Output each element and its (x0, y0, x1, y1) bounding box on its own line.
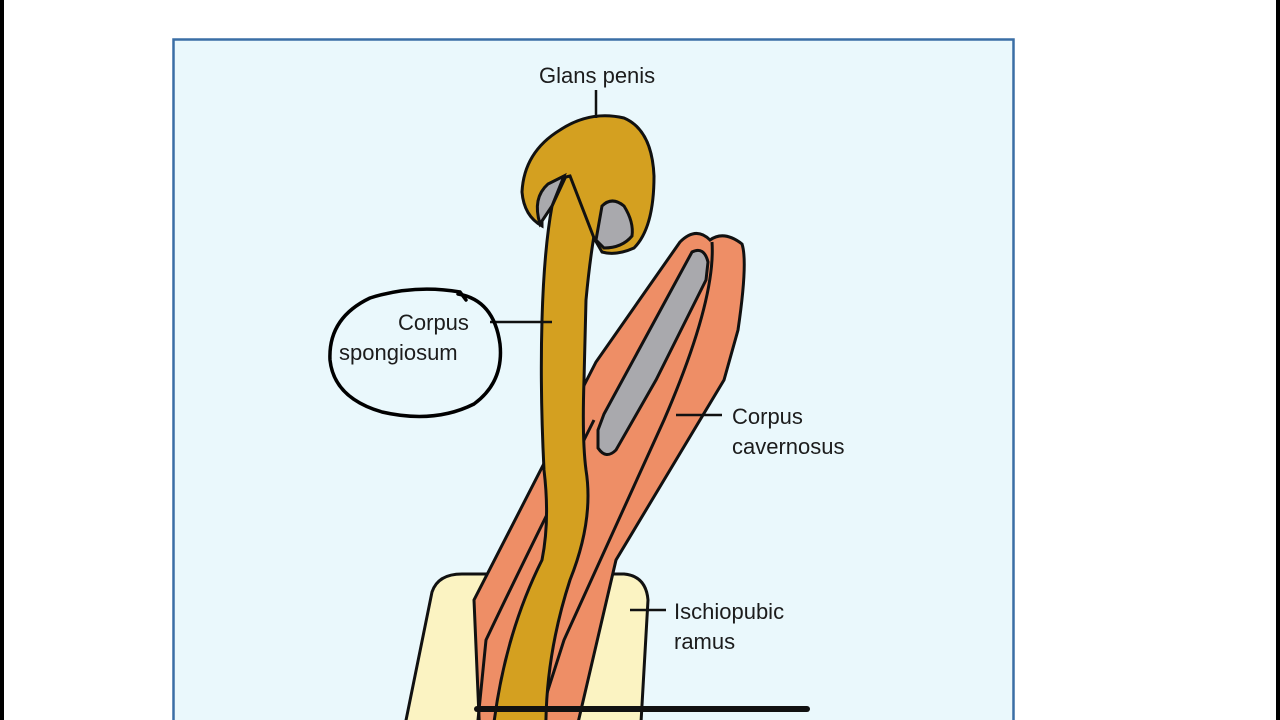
glans-cavity (535, 172, 634, 250)
label-glans-penis: Glans penis (539, 63, 656, 88)
label-ischiopubic-ramus-line1: Ischiopubic (674, 599, 785, 624)
home-indicator-bar[interactable] (474, 706, 810, 712)
annotation-circle (328, 287, 503, 419)
label-ischiopubic-ramus-line2: ramus (674, 629, 736, 654)
whiteboard-canvas: Glans penis Corpus spongiosum Corpus cav… (4, 0, 1276, 720)
cavernosum-inner-channel (596, 248, 710, 456)
cavernosum-septum-line (536, 241, 714, 720)
label-corpus-spongiosum-line1: Corpus (398, 310, 469, 335)
label-corpus-cavernosus-line2: cavernosus (732, 434, 845, 459)
label-corpus-spongiosum-line2: spongiosum (339, 340, 458, 365)
anatomy-diagram (172, 38, 1015, 720)
label-corpus-cavernosus-line1: Corpus (732, 404, 803, 429)
